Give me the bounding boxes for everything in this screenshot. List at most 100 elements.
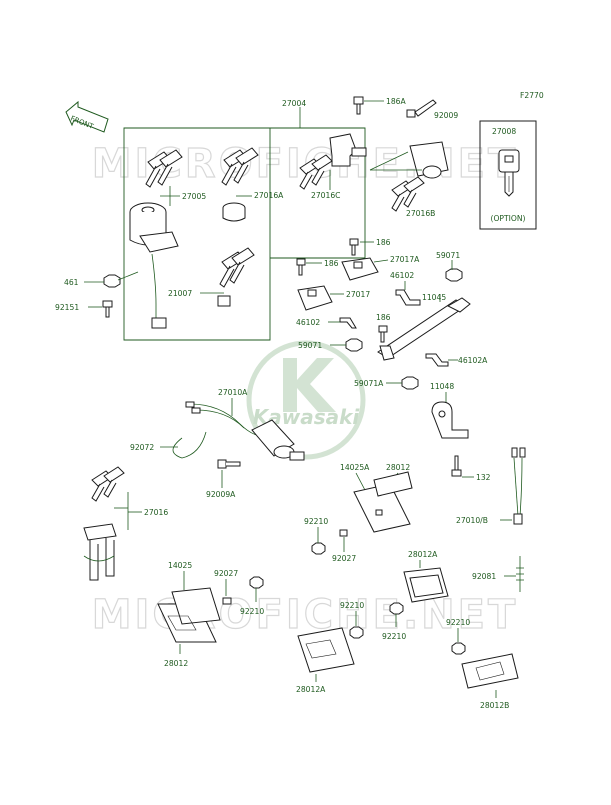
lock-27016c	[329, 133, 367, 167]
label-27010a: 27010A	[218, 388, 248, 397]
screw-92009a	[217, 459, 241, 469]
group-frame-right	[270, 127, 366, 259]
label-92009a: 92009A	[206, 490, 236, 499]
label-27016c: 27016C	[311, 191, 340, 200]
reflector-28012-a	[353, 471, 413, 533]
cylinder-21007	[217, 295, 231, 307]
label-27016: 27016	[144, 508, 168, 517]
lock-cylinder-27016a	[222, 202, 246, 222]
reflector-28012-b	[157, 587, 221, 643]
lock-27017	[297, 285, 333, 311]
label-92210-c: 92210	[382, 632, 406, 641]
label-27017: 27017	[346, 290, 370, 299]
label-92027-b: 92027	[214, 569, 238, 578]
bolt-186-a	[349, 238, 359, 256]
bracket-11048	[431, 401, 469, 439]
harness-27010a	[185, 401, 261, 437]
option-label: (OPTION)	[490, 214, 525, 223]
ignition-switch	[129, 202, 179, 329]
label-27005: 27005	[182, 192, 206, 201]
label-27008: 27008	[492, 127, 516, 136]
nut-92210-a	[311, 542, 326, 555]
watermark-bottom: MICROFICHE.NET	[91, 591, 519, 638]
label-28012a-b: 28012A	[296, 685, 326, 694]
clip-59071-b	[345, 338, 363, 352]
label-28012-b: 28012	[164, 659, 188, 668]
label-92009: 92009	[434, 111, 458, 120]
label-28012a-a: 28012A	[408, 550, 438, 559]
label-59071a: 59071A	[354, 379, 384, 388]
clip-59071-a	[445, 268, 463, 282]
spring-92081	[516, 556, 524, 592]
nut-461	[103, 274, 121, 288]
label-92210-e: 92210	[446, 618, 470, 627]
keys-21007	[219, 247, 255, 288]
lock-27016	[83, 523, 117, 581]
label-186-a: 186	[376, 238, 391, 247]
clamp-92072	[172, 431, 207, 459]
label-186a: 186A	[386, 97, 406, 106]
nut-92210-b	[249, 576, 264, 589]
label-46102-b: 46102	[296, 318, 320, 327]
label-11048: 11048	[430, 382, 454, 391]
bolt-186-b	[296, 258, 306, 276]
label-21007: 21007	[168, 289, 192, 298]
key-blank-icon	[498, 149, 520, 197]
label-92210-b: 92210	[240, 607, 264, 616]
label-186-c: 186	[376, 313, 391, 322]
label-186-b: 186	[324, 259, 339, 268]
label-27016a: 27016A	[254, 191, 284, 200]
front-arrow-icon: FRONT	[65, 100, 109, 133]
nut-92210-e	[451, 642, 466, 655]
label-59071-a: 59071	[436, 251, 460, 260]
reflector-28012b	[461, 653, 519, 689]
nut-92210-c	[389, 602, 404, 615]
label-92072: 92072	[130, 443, 154, 452]
keys-27016a	[221, 147, 259, 186]
label-92027-a: 92027	[332, 554, 356, 563]
label-27010b: 27010/B	[456, 516, 488, 525]
bolt-186a	[353, 96, 364, 115]
label-92081: 92081	[472, 572, 496, 581]
label-11045: 11045	[422, 293, 446, 302]
label-14025a: 14025A	[340, 463, 370, 472]
watermark-text-bottom: MICROFICHE.NET	[92, 592, 519, 638]
label-14025: 14025	[168, 561, 192, 570]
nut-92210-d	[349, 626, 364, 639]
label-92151: 92151	[55, 303, 79, 312]
label-27016b: 27016B	[406, 209, 435, 218]
keys-27016	[91, 466, 125, 502]
label-28012b: 28012B	[480, 701, 509, 710]
bolt-132	[451, 455, 462, 477]
keys-27016c	[299, 154, 333, 190]
label-46102-a: 46102	[390, 271, 414, 280]
spacer-92027-a	[339, 529, 348, 537]
group-frame-left	[123, 127, 271, 341]
figure-code: F2770	[520, 91, 544, 100]
label-27017a: 27017A	[390, 255, 420, 264]
bolt-186-c	[378, 325, 388, 343]
label-28012-a: 28012	[386, 463, 410, 472]
spacer-92027-b	[222, 597, 232, 605]
bracket-11045	[377, 297, 471, 361]
switch-27010a	[251, 419, 305, 461]
label-59071-b: 59071	[298, 341, 322, 350]
screw-92151	[102, 300, 113, 318]
clip-59071a	[401, 376, 419, 390]
label-46102a: 46102A	[458, 356, 488, 365]
harness-27010b	[511, 447, 526, 525]
keys-27016b	[391, 176, 425, 212]
lock-27017a	[341, 257, 379, 281]
label-92210-d: 92210	[340, 601, 364, 610]
label-92210-a: 92210	[304, 517, 328, 526]
seat-lock-27016b	[409, 141, 449, 179]
keys-27005	[145, 149, 183, 188]
plate-46102-b	[339, 317, 357, 329]
label-27004: 27004	[282, 99, 306, 108]
plate-46102a	[425, 353, 449, 367]
reflector-28012a-a	[403, 567, 449, 603]
option-box	[479, 120, 537, 230]
reflector-28012a-b	[297, 627, 355, 673]
screw-92009	[406, 99, 437, 118]
